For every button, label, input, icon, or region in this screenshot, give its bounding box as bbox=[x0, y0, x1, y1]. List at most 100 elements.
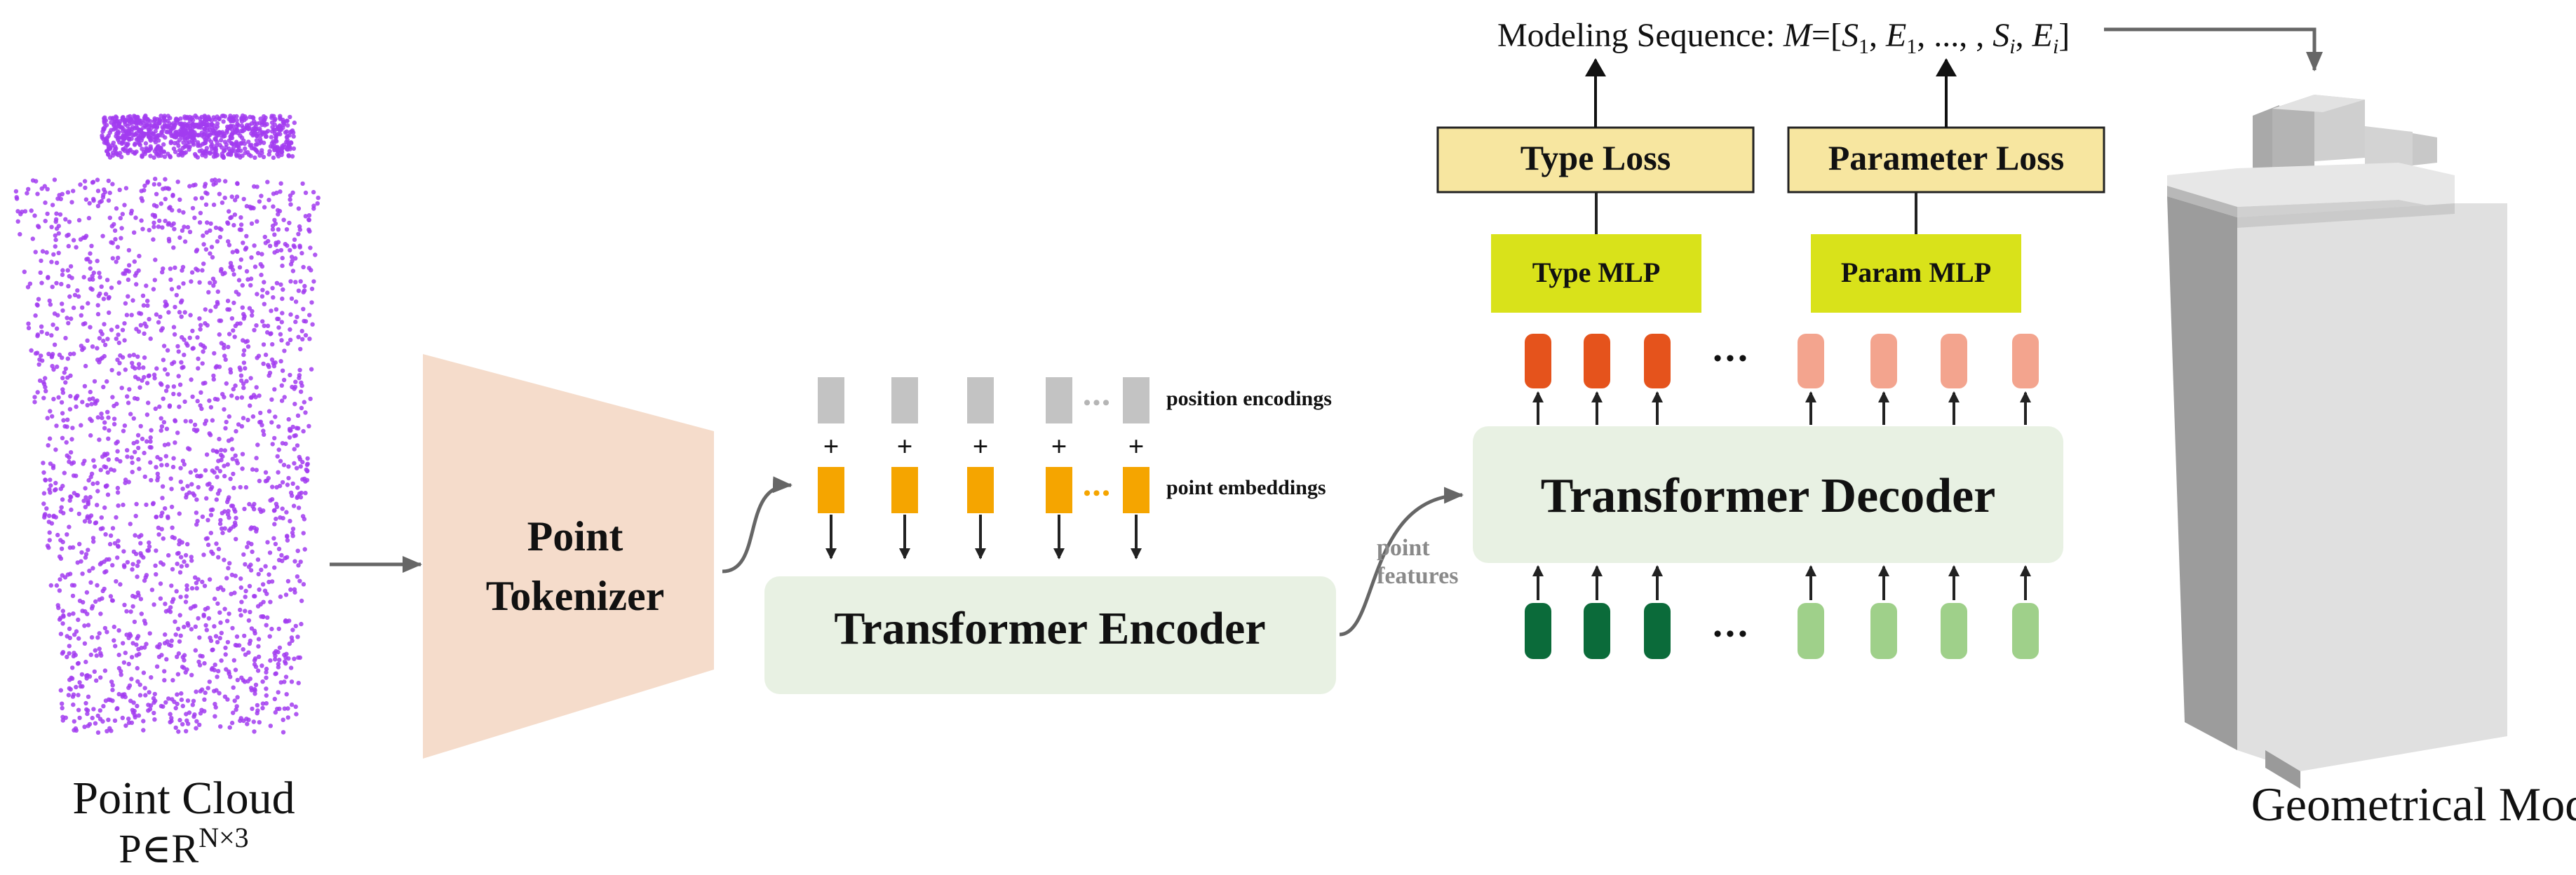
cloud-point bbox=[125, 123, 130, 128]
cloud-point bbox=[290, 534, 295, 538]
cloud-point bbox=[153, 406, 158, 412]
cloud-point bbox=[241, 416, 246, 421]
cloud-point bbox=[175, 692, 180, 697]
point-embedding-token bbox=[818, 467, 844, 513]
cloud-point bbox=[297, 243, 302, 248]
cloud-point bbox=[132, 142, 137, 147]
cloud-point bbox=[41, 470, 46, 475]
cloud-point bbox=[204, 146, 210, 151]
cloud-point bbox=[76, 693, 81, 698]
cloud-point bbox=[190, 129, 196, 134]
cloud-point bbox=[208, 513, 214, 517]
cloud-point bbox=[215, 289, 220, 294]
cloud-point bbox=[169, 638, 174, 644]
cloud-point bbox=[262, 234, 267, 240]
cloud-point bbox=[290, 628, 295, 632]
cloud-point bbox=[199, 687, 205, 692]
cloud-point bbox=[259, 567, 264, 572]
cloud-point bbox=[47, 530, 52, 535]
cloud-point bbox=[135, 590, 140, 595]
cloud-point bbox=[77, 680, 82, 685]
cloud-point bbox=[184, 583, 189, 588]
cloud-point bbox=[65, 375, 70, 380]
dots-point-embeddings: ••• bbox=[1084, 482, 1112, 505]
cloud-point bbox=[103, 292, 109, 297]
cloud-point bbox=[282, 706, 287, 711]
cloud-point bbox=[189, 555, 194, 559]
cloud-point bbox=[250, 467, 255, 472]
cloud-point bbox=[285, 243, 290, 248]
cloud-point bbox=[151, 696, 156, 701]
cloud-point bbox=[113, 237, 118, 242]
cloud-point bbox=[274, 243, 278, 247]
cloud-point bbox=[75, 288, 80, 293]
cloud-point bbox=[34, 302, 39, 307]
cloud-point bbox=[47, 513, 52, 518]
cloud-point bbox=[147, 228, 151, 233]
cloud-point bbox=[270, 442, 275, 447]
cloud-point bbox=[239, 395, 245, 400]
cloud-point bbox=[188, 132, 193, 137]
cloud-point bbox=[285, 619, 290, 624]
cloud-point bbox=[233, 667, 238, 672]
cloud-point bbox=[27, 281, 33, 286]
cloud-point bbox=[288, 428, 292, 433]
cloud-point bbox=[213, 146, 218, 151]
cloud-point bbox=[133, 449, 137, 454]
cloud-point bbox=[264, 478, 270, 483]
cloud-point bbox=[222, 148, 227, 153]
cloud-point bbox=[200, 268, 205, 273]
cloud-point bbox=[245, 339, 250, 344]
cloud-point bbox=[15, 209, 20, 214]
cloud-point bbox=[189, 558, 194, 563]
cloud-point bbox=[158, 456, 163, 462]
cloud-point bbox=[135, 703, 140, 709]
cloud-point bbox=[221, 119, 226, 124]
cloud-point bbox=[171, 391, 176, 397]
cloud-point bbox=[237, 365, 242, 370]
cloud-point bbox=[91, 539, 96, 544]
cloud-point bbox=[181, 210, 186, 215]
cloud-point bbox=[177, 392, 182, 397]
cloud-point bbox=[93, 520, 99, 525]
cloud-point bbox=[238, 148, 243, 154]
cloud-point bbox=[63, 715, 69, 720]
cloud-point bbox=[231, 710, 236, 715]
cloud-point bbox=[102, 115, 107, 120]
cloud-point bbox=[306, 213, 312, 218]
cloud-point bbox=[106, 152, 111, 157]
cloud-point bbox=[267, 579, 271, 585]
cloud-point bbox=[114, 206, 119, 211]
cloud-point bbox=[256, 353, 262, 358]
cloud-point bbox=[293, 623, 298, 629]
cloud-point bbox=[161, 344, 167, 348]
transformer-decoder-label: Transformer Decoder bbox=[1541, 469, 1996, 523]
cloud-point bbox=[171, 325, 177, 330]
cloud-point bbox=[254, 126, 259, 132]
cloud-point bbox=[230, 250, 235, 255]
cloud-point bbox=[292, 590, 297, 595]
cloud-point bbox=[210, 448, 216, 453]
cloud-point bbox=[208, 405, 214, 410]
cloud-point bbox=[124, 130, 130, 135]
cloud-point bbox=[33, 250, 38, 255]
cloud-point bbox=[215, 639, 220, 645]
cloud-point bbox=[106, 436, 111, 441]
cloud-point bbox=[241, 352, 246, 358]
cloud-point bbox=[79, 559, 83, 564]
cloud-point bbox=[44, 331, 50, 337]
cloud-point bbox=[148, 133, 153, 139]
cloud-point bbox=[213, 181, 218, 186]
cloud-point bbox=[211, 202, 217, 208]
cloud-point bbox=[89, 402, 94, 407]
cloud-point bbox=[295, 413, 301, 418]
cloud-point bbox=[184, 728, 189, 734]
cloud-point bbox=[306, 423, 311, 428]
cloud-point bbox=[158, 581, 163, 586]
cloud-point bbox=[166, 310, 171, 315]
cloud-point bbox=[252, 243, 257, 248]
arrow-sequence-to-model bbox=[2104, 27, 2323, 72]
cloud-point bbox=[212, 596, 217, 602]
cloud-point bbox=[211, 373, 216, 379]
transformer-encoder-block bbox=[764, 576, 1336, 694]
